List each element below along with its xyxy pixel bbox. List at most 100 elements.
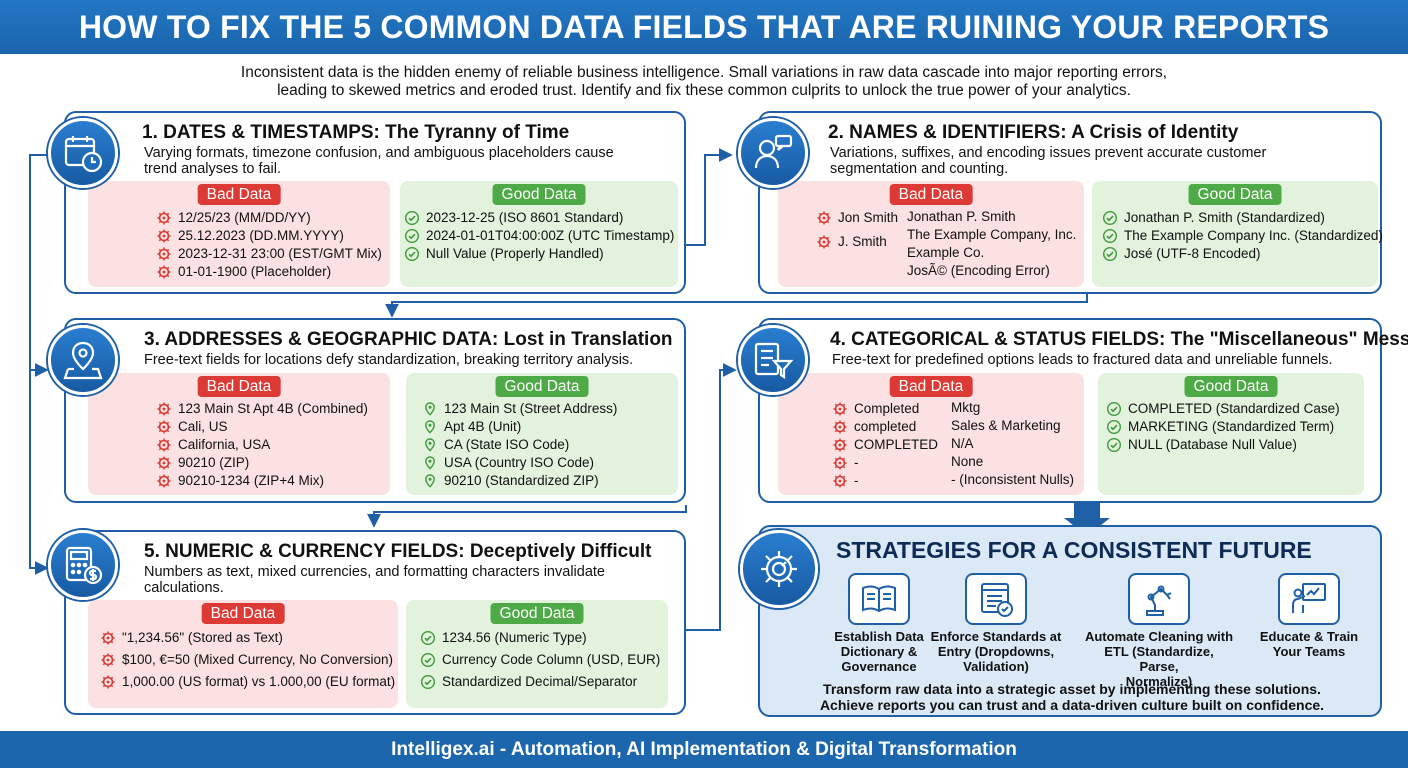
bad-data-icon <box>100 630 116 646</box>
bad-data-icon <box>156 264 172 280</box>
footer-credit: Intelligex.ai - Automation, AI Implement… <box>0 731 1408 768</box>
list-funnel-icon <box>738 325 808 395</box>
good-data-item: Null Value (Properly Handled) <box>404 246 604 262</box>
good-data-item: 1234.56 (Numeric Type) <box>420 630 587 646</box>
intro-text: Inconsistent data is the hidden enemy of… <box>240 64 1168 99</box>
address-good-panel: Good Data <box>406 373 678 495</box>
good-data-item: MARKETING (Standardized Term) <box>1106 419 1334 435</box>
bad-data-item: completed <box>832 419 916 435</box>
good-data-item: CA (State ISO Code) <box>422 437 569 453</box>
categorical-card: 4. CATEGORICAL & STATUS FIELDS: The "Mis… <box>758 318 1408 503</box>
bad-data-icon <box>832 455 848 471</box>
robot-arm-icon <box>1128 573 1190 625</box>
good-data-label: Good Data <box>490 603 584 624</box>
good-data-item: Standardized Decimal/Separator <box>420 674 637 690</box>
bad-data-icon <box>100 674 116 690</box>
names-good-panel: Good Data <box>1092 181 1378 287</box>
bad-data-label: Bad Data <box>197 376 281 397</box>
good-data-item: 90210 (Standardized ZIP) <box>422 473 599 489</box>
check-circle-icon <box>420 652 436 668</box>
bad-data-item: 2023-12-31 23:00 (EST/GMT Mix) <box>156 246 382 262</box>
check-circle-icon <box>1102 246 1118 262</box>
location-pin-icon <box>422 455 438 471</box>
bad-data-icon <box>816 210 832 226</box>
names-card: 2. NAMES & IDENTIFIERS: A Crisis of Iden… <box>758 111 1382 294</box>
check-circle-icon <box>404 246 420 262</box>
bad-data-icon <box>100 652 116 668</box>
bad-data-icon <box>832 437 848 453</box>
bad-data-icon <box>156 246 172 262</box>
people-chat-icon <box>738 118 808 188</box>
check-circle-icon <box>1106 437 1122 453</box>
bad-data-item: Jonathan P. Smith <box>907 209 1016 224</box>
bad-data-label: Bad Data <box>197 184 281 205</box>
strategies-panel: STRATEGIES FOR A CONSISTENT FUTURE Estab… <box>758 525 1382 717</box>
bad-data-item: Cali, US <box>156 419 228 435</box>
bad-data-item: Example Co. <box>907 245 985 260</box>
bad-data-icon <box>156 437 172 453</box>
categorical-title: 4. CATEGORICAL & STATUS FIELDS: The "Mis… <box>830 329 1408 350</box>
bad-data-item: "1,234.56" (Stored as Text) <box>100 630 283 646</box>
good-data-item: 2023-12-25 (ISO 8601 Standard) <box>404 210 623 226</box>
dates-card: 1. DATES & TIMESTAMPS: The Tyranny of Ti… <box>64 111 686 294</box>
bad-data-item: 90210 (ZIP) <box>156 455 249 471</box>
numeric-bad-panel: Bad Data <box>88 600 398 708</box>
good-data-item: COMPLETED (Standardized Case) <box>1106 401 1340 417</box>
location-pin-icon <box>422 401 438 417</box>
bad-data-item: $100, €=50 (Mixed Currency, No Conversio… <box>100 652 393 668</box>
numeric-title: 5. NUMERIC & CURRENCY FIELDS: Deceptivel… <box>144 541 652 562</box>
good-data-item: The Example Company Inc. (Standardized) <box>1102 228 1383 244</box>
location-pin-icon <box>422 419 438 435</box>
bad-data-icon <box>156 473 172 489</box>
good-data-item: USA (Country ISO Code) <box>422 455 594 471</box>
bad-data-item: 123 Main St Apt 4B (Combined) <box>156 401 368 417</box>
bad-data-icon <box>832 473 848 489</box>
page-title: HOW TO FIX THE 5 COMMON DATA FIELDS THAT… <box>0 0 1408 54</box>
check-circle-icon <box>1106 419 1122 435</box>
bad-data-item: Mktg <box>951 400 981 415</box>
dates-good-panel: Good Data <box>400 181 678 287</box>
bad-data-item: - <box>832 455 859 471</box>
names-bad-panel: Bad Data <box>778 181 1084 287</box>
checklist-form-icon <box>965 573 1027 625</box>
bad-data-item: Jon Smith <box>816 210 898 226</box>
numeric-card: 5. NUMERIC & CURRENCY FIELDS: Deceptivel… <box>64 530 686 715</box>
numeric-good-panel: Good Data <box>406 600 668 708</box>
check-circle-icon <box>420 630 436 646</box>
categorical-good-panel: Good Data <box>1098 373 1364 495</box>
map-pin-icon <box>48 325 118 395</box>
bad-data-icon <box>832 401 848 417</box>
good-data-label: Good Data <box>1188 184 1282 205</box>
bad-data-item: 25.12.2023 (DD.MM.YYYY) <box>156 228 344 244</box>
bad-data-icon <box>156 228 172 244</box>
bad-data-item: - (Inconsistent Nulls) <box>951 472 1075 487</box>
bad-data-item: 12/25/23 (MM/DD/YY) <box>156 210 311 226</box>
check-circle-icon <box>404 210 420 226</box>
names-desc: Variations, suffixes, and encoding issue… <box>830 145 1267 177</box>
categorical-bad-panel: Bad Data <box>778 373 1084 495</box>
bad-data-icon <box>156 210 172 226</box>
good-data-item: NULL (Database Null Value) <box>1106 437 1297 453</box>
presentation-board-icon <box>1278 573 1340 625</box>
check-circle-icon <box>420 674 436 690</box>
good-data-item: José (UTF-8 Encoded) <box>1102 246 1261 262</box>
bad-data-item: California, USA <box>156 437 270 453</box>
bad-data-item: Completed <box>832 401 919 417</box>
check-circle-icon <box>1102 228 1118 244</box>
good-data-item: Apt 4B (Unit) <box>422 419 521 435</box>
check-circle-icon <box>1106 401 1122 417</box>
bad-data-icon <box>816 234 832 250</box>
good-data-label: Good Data <box>495 376 589 397</box>
calculator-dollar-icon <box>48 530 118 600</box>
bad-data-item: COMPLETED <box>832 437 938 453</box>
bad-data-item: 1,000.00 (US format) vs 1.000,00 (EU for… <box>100 674 395 690</box>
good-data-item: Jonathan P. Smith (Standardized) <box>1102 210 1325 226</box>
bad-data-item: The Example Company, Inc. <box>907 227 1077 242</box>
good-data-item: 123 Main St (Street Address) <box>422 401 617 417</box>
bad-data-item: JosÃ© (Encoding Error) <box>907 263 1050 278</box>
categorical-desc: Free-text for predefined options leads t… <box>832 352 1333 368</box>
